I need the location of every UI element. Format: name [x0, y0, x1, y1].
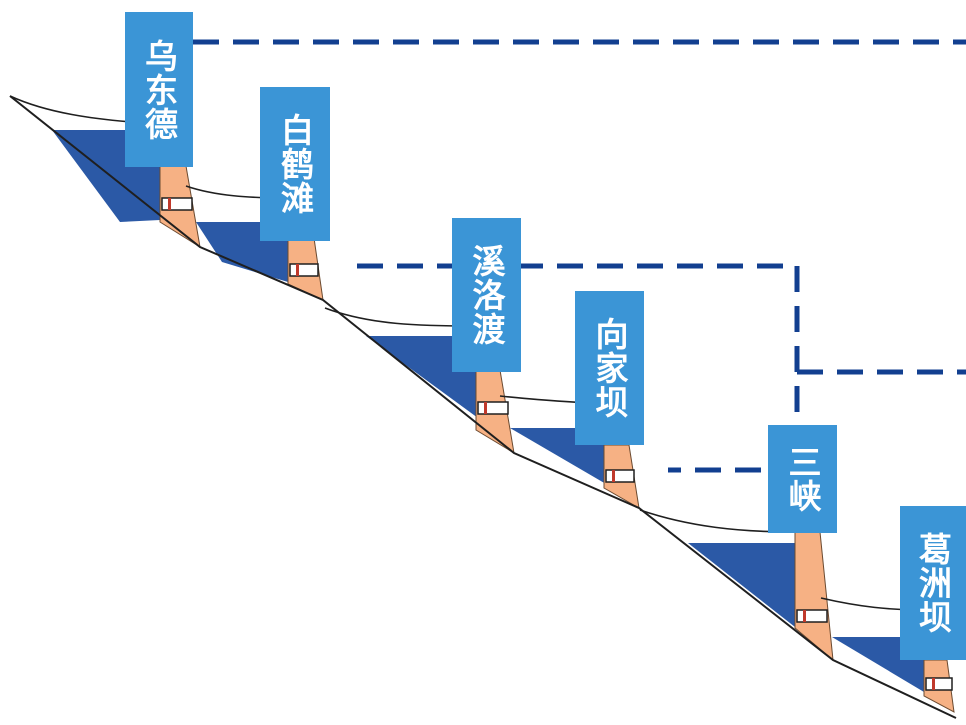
gate-accent-5	[803, 610, 806, 622]
dam-label-text: 向家坝	[590, 317, 629, 419]
dam-label-text: 三峡	[783, 445, 822, 513]
gate-5	[796, 609, 828, 623]
dam-label-text: 葛洲坝	[913, 532, 953, 634]
dam-label-gezhouba: 葛洲坝	[900, 506, 966, 660]
gate-accent-4	[612, 470, 615, 482]
gate-accent-1	[168, 198, 171, 210]
reservoir-5	[688, 543, 795, 627]
gate-4	[605, 469, 635, 483]
dashed-line-middle	[357, 263, 800, 473]
dam-label-baihetan: 白鹤滩	[260, 87, 330, 241]
gate-accent-2	[296, 264, 299, 276]
dam-body-5	[794, 531, 834, 662]
dam-label-sanxia: 三峡	[768, 425, 837, 533]
gate-3	[477, 401, 509, 415]
gate-accents	[168, 198, 935, 690]
dam-label-xiluodu: 溪洛渡	[452, 218, 521, 372]
gate-1	[161, 197, 193, 211]
dam-label-xiangjiaba: 向家坝	[575, 291, 644, 445]
dam-label-text: 白鹤滩	[275, 113, 315, 215]
dashed-boundaries	[193, 39, 966, 473]
dam-label-text: 溪洛渡	[467, 244, 506, 346]
gate-accent-6	[932, 678, 935, 690]
gate-accent-3	[484, 402, 487, 414]
dam-label-text: 乌东德	[139, 38, 179, 141]
dam-label-wudongde: 乌东德	[125, 12, 193, 167]
gate-6	[925, 677, 953, 691]
river-bed	[9, 95, 957, 719]
gate-2	[289, 263, 319, 277]
